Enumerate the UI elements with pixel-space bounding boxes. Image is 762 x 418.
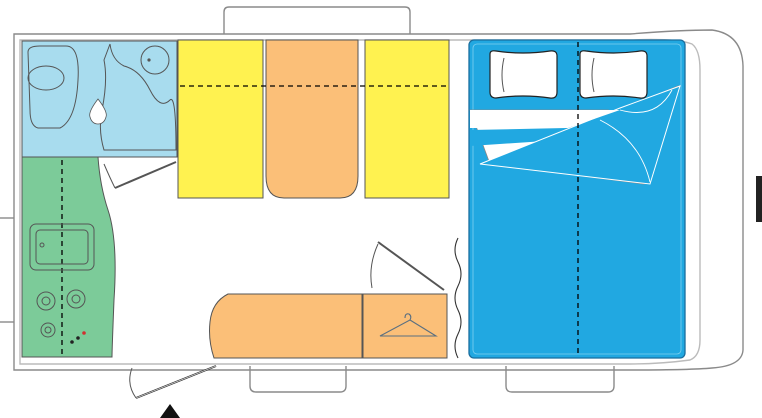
pillow-fold-right: [591, 57, 595, 93]
stove-knob: [70, 340, 74, 344]
wheel-arch-left: [249, 366, 347, 393]
hitch-icon: [756, 176, 762, 222]
pillow-left: [489, 50, 558, 99]
toilet-bowl: [27, 65, 65, 91]
toilet-outline: [27, 45, 79, 129]
caravan-outer-wall: [13, 29, 744, 371]
bathroom: [21, 40, 178, 189]
wheel-arch-right: [505, 366, 615, 393]
seat-left: [177, 39, 264, 199]
stove-burner-inner: [44, 326, 52, 334]
stove-burner-icon: [36, 291, 56, 311]
stove-burner-icon: [66, 289, 86, 309]
duvet-upper: [479, 85, 681, 185]
water-drop-icon: [89, 98, 107, 125]
hanger-icon: [379, 313, 438, 337]
sink-icon: [29, 223, 95, 271]
dinette-table: [265, 39, 359, 199]
bathroom-door-swing: [103, 163, 116, 189]
sofa: [209, 293, 363, 359]
pillow-fold-left: [501, 57, 505, 93]
seat-right: [364, 39, 450, 199]
stove-burner-inner: [71, 294, 81, 304]
entrance-door-inner: [135, 365, 217, 399]
bed-curtain: [454, 237, 462, 359]
roof-vent-top: [223, 6, 411, 34]
shower-drain-dot: [147, 58, 151, 62]
duvet-blue-edge: [470, 100, 632, 146]
entrance-door-swing: [129, 367, 137, 399]
stove-burner-icon: [40, 322, 56, 338]
wardrobe-door: [377, 241, 445, 291]
dinette: [177, 39, 450, 199]
stove-knob: [76, 336, 80, 340]
sofa-cushion: [209, 293, 363, 359]
bed-mattress-outline: [472, 43, 682, 355]
stove-knob: [82, 331, 86, 335]
stove-burner-inner: [41, 296, 51, 306]
kitchen: [21, 156, 116, 358]
sink-basin: [35, 229, 89, 265]
bathroom-door: [114, 161, 177, 189]
double-bed: [468, 39, 686, 359]
duvet-fold-lines: [599, 89, 673, 183]
wardrobe-door-swing: [370, 243, 379, 289]
duvet-white-band: [470, 110, 620, 128]
pillow-right: [579, 50, 648, 99]
wardrobe: [362, 241, 448, 359]
shower-drain: [140, 45, 170, 75]
entrance-arrow-icon: [160, 404, 180, 418]
sink-drain: [39, 242, 45, 248]
